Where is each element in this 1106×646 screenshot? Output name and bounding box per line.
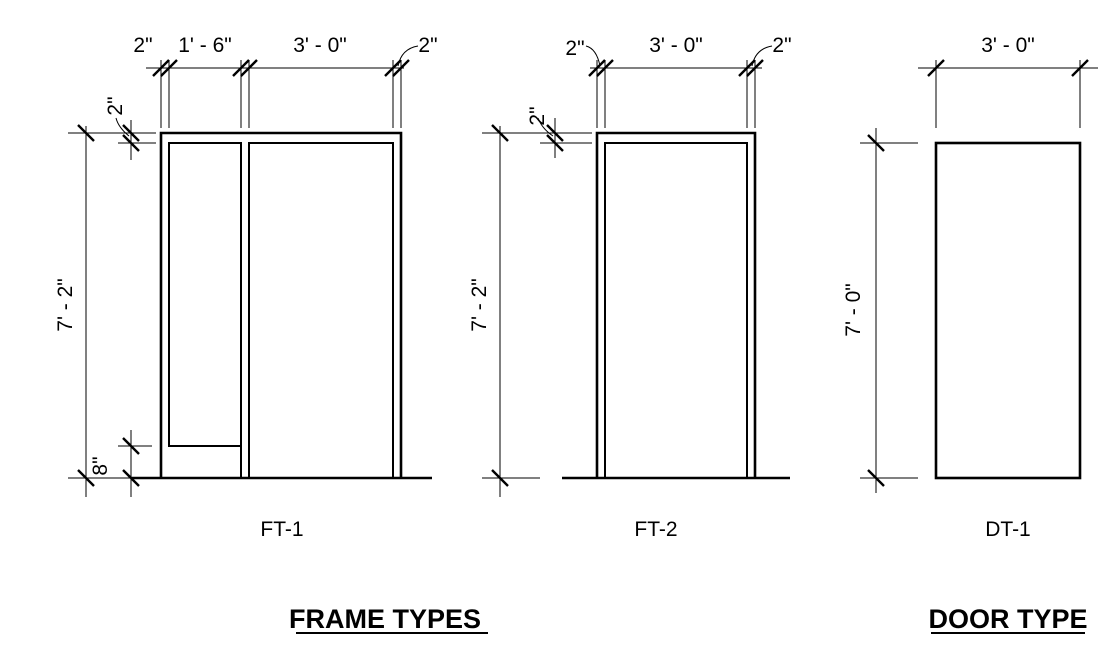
ft2-leader <box>585 45 601 67</box>
ft2-label: FT-2 <box>634 518 677 541</box>
ft1-door-opening <box>248 142 394 478</box>
ft1-dim-tick <box>77 469 95 487</box>
ft1-height-dimensions: 7' - 2" 2" 8" <box>54 96 156 497</box>
dt1-height-dimensions: 7' - 0" <box>842 128 918 493</box>
ft2-dim-door: 3' - 0" <box>649 34 702 57</box>
ft2-dim-tick <box>746 59 764 77</box>
ft1-dim-door: 3' - 0" <box>293 34 346 57</box>
ft1-dim-tick <box>160 59 178 77</box>
ft1-dim-tick <box>392 59 410 77</box>
ft2-leader <box>537 117 554 137</box>
ft2-width-dimensions: 2" 3' - 0" 2" <box>565 34 792 128</box>
dt1-dim-width: 3' - 0" <box>981 34 1034 57</box>
ft2-dim-left: 2" <box>565 37 584 60</box>
ft1-sidelite-glass <box>168 142 242 447</box>
frame-types-title: FRAME TYPES <box>289 604 481 634</box>
ft2-dim-tick <box>546 124 564 142</box>
frame-ft2: 2" 3' - 0" 2" 7' - 2" 2" FT-2 <box>468 34 792 541</box>
ft1-dim-tick <box>77 124 95 142</box>
ft2-dim-right: 2" <box>772 34 791 57</box>
ft1-dim-head: 2" <box>104 96 127 115</box>
dt1-dim-height: 7' - 0" <box>842 283 865 336</box>
ft1-dim-tick <box>122 469 140 487</box>
ft1-frame-outer <box>159 131 403 478</box>
ft1-label: FT-1 <box>260 518 303 541</box>
ft1-dim-height: 7' - 2" <box>54 278 77 331</box>
ft1-leader <box>115 117 130 137</box>
ft1-dim-side: 2" <box>133 34 152 57</box>
dt1-label: DT-1 <box>985 518 1031 541</box>
dt1-dim-tick <box>867 469 885 487</box>
door-dt1: 3' - 0" 7' - 0" DT-1 <box>842 34 1098 541</box>
ft1-dim-tick <box>122 124 140 142</box>
ft2-dim-tick <box>546 134 564 152</box>
ft2-dim-tick <box>491 469 509 487</box>
dt1-width-dimensions: 3' - 0" <box>918 34 1098 128</box>
ft1-dim-sill: 8" <box>89 456 112 475</box>
ft1-width-dimensions: 2" 1' - 6" 3' - 0" 2" <box>133 34 438 128</box>
dt1-door-panel <box>934 141 1082 480</box>
ft2-dim-tick <box>596 59 614 77</box>
dt1-dim-tick <box>927 59 945 77</box>
ft2-door-opening <box>604 142 748 478</box>
dt1-dim-tick <box>1071 59 1089 77</box>
ft1-dim-right: 2" <box>418 34 437 57</box>
ft2-dim-height: 7' - 2" <box>468 278 491 331</box>
ft2-dim-head: 2" <box>526 106 549 125</box>
ft1-dim-tick <box>240 59 258 77</box>
ft1-dim-tick <box>122 134 140 152</box>
ft1-dim-tick <box>152 59 170 77</box>
ft2-dim-tick <box>588 59 606 77</box>
ft2-height-dimensions: 7' - 2" 2" <box>468 106 592 497</box>
ft1-dim-tick <box>122 437 140 455</box>
dt1-dim-tick <box>867 134 885 152</box>
ft2-leader <box>751 45 773 67</box>
ft1-dim-tick <box>232 59 250 77</box>
ft2-dim-tick <box>491 124 509 142</box>
frame-ft1: 2" 1' - 6" 3' - 0" 2" 7' - 2" 2" 8" FT <box>54 34 438 541</box>
ft2-frame-outer <box>595 131 757 478</box>
door-type-title: DOOR TYPE <box>928 604 1087 634</box>
ft1-leader <box>397 45 419 67</box>
ft1-dim-sidelite: 1' - 6" <box>178 34 231 57</box>
